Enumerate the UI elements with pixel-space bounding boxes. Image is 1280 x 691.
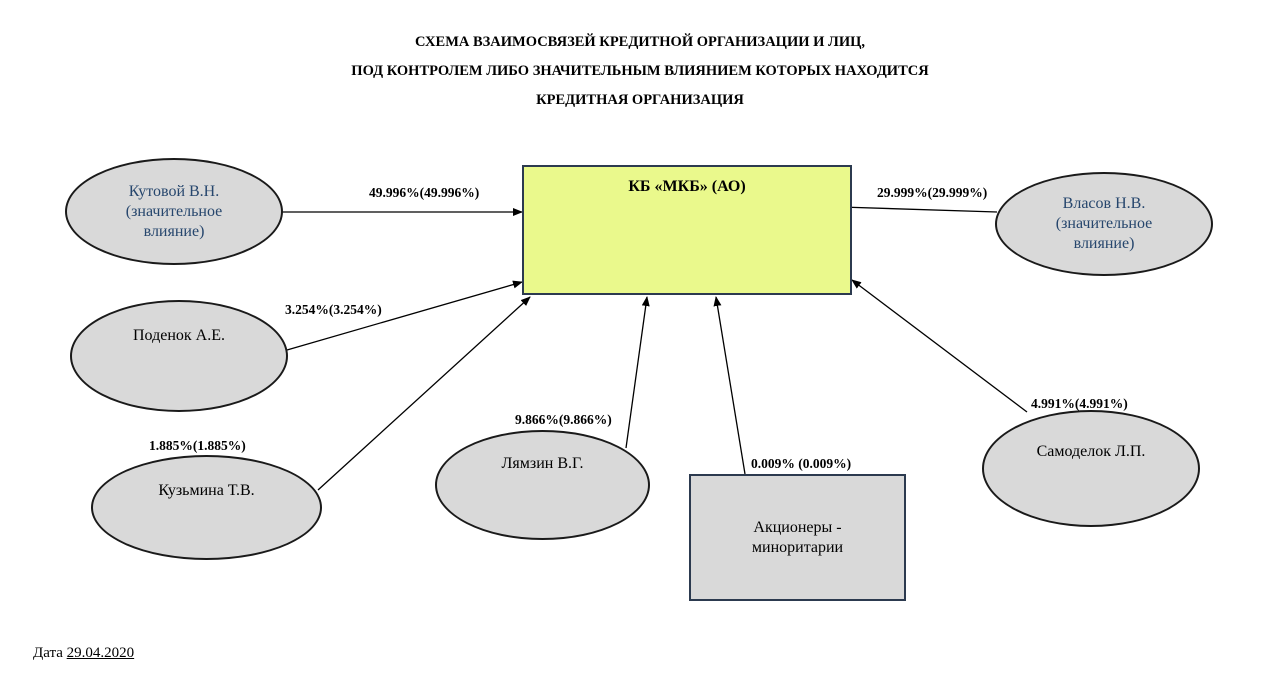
title-line-2: ПОД КОНТРОЛЕМ ЛИБО ЗНАЧИТЕЛЬНЫМ ВЛИЯНИЕМ… <box>351 63 929 79</box>
title-line-3: КРЕДИТНАЯ ОРГАНИЗАЦИЯ <box>536 92 744 108</box>
samodelok-name: Самоделок Л.П. <box>1036 443 1146 460</box>
share-kutovoy: 49.996%(49.996%) <box>369 185 480 200</box>
footer-date: Дата 29.04.2020 <box>33 645 134 662</box>
title-line-1: СХЕМА ВЗАИМОСВЯЗЕЙ КРЕДИТНОЙ ОРГАНИЗАЦИИ… <box>414 34 866 50</box>
edge-vlasov <box>840 203 998 213</box>
node-kuzmina: Кузьмина Т.В. <box>91 455 322 560</box>
minority-name: Акционеры - миноритарии <box>751 518 844 556</box>
date-value: 29.04.2020 <box>66 645 135 661</box>
diagram-title: СХЕМА ВЗАИМОСВЯЗЕЙ КРЕДИТНОЙ ОРГАНИЗАЦИИ… <box>0 28 1280 115</box>
edge-minority <box>713 296 746 475</box>
share-lyamzin: 9.866%(9.866%) <box>515 412 612 427</box>
date-label: Дата <box>33 645 63 661</box>
share-podenok: 3.254%(3.254%) <box>285 302 382 317</box>
node-minority: Акционеры - миноритарии <box>689 474 906 601</box>
share-vlasov: 29.999%(29.999%) <box>877 185 988 200</box>
podenok-name: Поденок А.Е. <box>133 327 225 344</box>
kutovoy-name: Кутовой В.Н. <box>128 182 220 200</box>
bank-name: КБ «МКБ» (АО) <box>628 178 746 195</box>
node-kutovoy: Кутовой В.Н. (значительное влияние) <box>65 158 283 265</box>
lyamzin-name: Лямзин В.Г. <box>501 455 584 472</box>
vlasov-note: (значительное влияние) <box>1055 215 1153 252</box>
edge-samodelok <box>851 279 1028 413</box>
bank-node: КБ «МКБ» (АО) <box>522 165 852 295</box>
edge-podenok <box>286 280 523 351</box>
node-vlasov: Власов Н.В. (значительное влияние) <box>995 172 1213 276</box>
share-minority: 0.009% (0.009%) <box>751 456 852 471</box>
node-samodelok: Самоделок Л.П. <box>982 410 1200 527</box>
edge-kuzmina <box>317 296 531 491</box>
share-kuzmina: 1.885%(1.885%) <box>149 438 246 453</box>
edge-lyamzin <box>625 296 650 449</box>
kutovoy-note: (значительное влияние) <box>125 202 223 240</box>
kuzmina-name: Кузьмина Т.В. <box>158 482 255 499</box>
node-lyamzin: Лямзин В.Г. <box>435 430 650 540</box>
vlasov-name: Власов Н.В. <box>1062 195 1146 212</box>
share-samodelok: 4.991%(4.991%) <box>1031 396 1128 411</box>
node-podenok: Поденок А.Е. <box>70 300 288 412</box>
